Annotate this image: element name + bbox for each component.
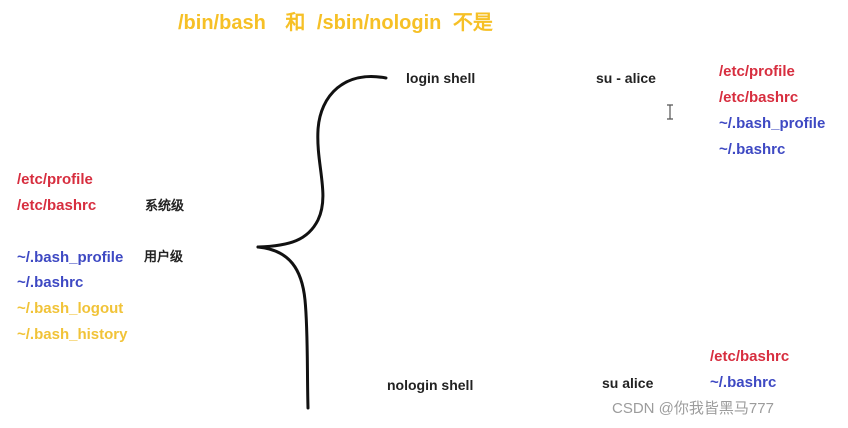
user-file-bashrc: ~/.bashrc [17,274,84,291]
user-file-bash-logout: ~/.bash_logout [17,300,124,317]
user-level-label: 用户级 [144,249,184,264]
nologin-file-etc-bashrc: /etc/bashrc [710,348,790,365]
page-title: /bin/bash 和 /sbin/nologin 不是 [178,13,493,33]
system-level-label: 系统级 [145,198,185,213]
brace-upper-stroke [256,75,388,249]
login-file-etc-bashrc: /etc/bashrc [719,89,799,106]
system-file-etc-bashrc: /etc/bashrc [17,197,97,214]
title-connector: 和 [285,12,306,34]
login-shell-label: login shell [406,70,476,86]
system-file-etc-profile: /etc/profile [17,171,93,188]
watermark: CSDN @你我皆黑马777 [612,400,774,417]
nologin-shell-command: su alice [602,375,654,391]
login-shell-command: su - alice [596,70,656,86]
text-cursor-icon [667,104,673,120]
brace-lower-stroke [256,245,310,410]
user-file-bash-history: ~/.bash_history [17,326,128,343]
login-file-etc-profile: /etc/profile [719,63,795,80]
login-file-bash-profile: ~/.bash_profile [719,115,826,132]
title-suffix: 不是 [452,12,493,34]
user-file-bash-profile: ~/.bash_profile [17,249,124,266]
title-bin-bash: /bin/bash [178,12,266,34]
nologin-shell-label: nologin shell [387,377,474,393]
nologin-file-bashrc: ~/.bashrc [710,374,777,391]
login-file-bashrc: ~/.bashrc [719,141,786,158]
title-sbin-nologin: /sbin/nologin [316,12,442,34]
